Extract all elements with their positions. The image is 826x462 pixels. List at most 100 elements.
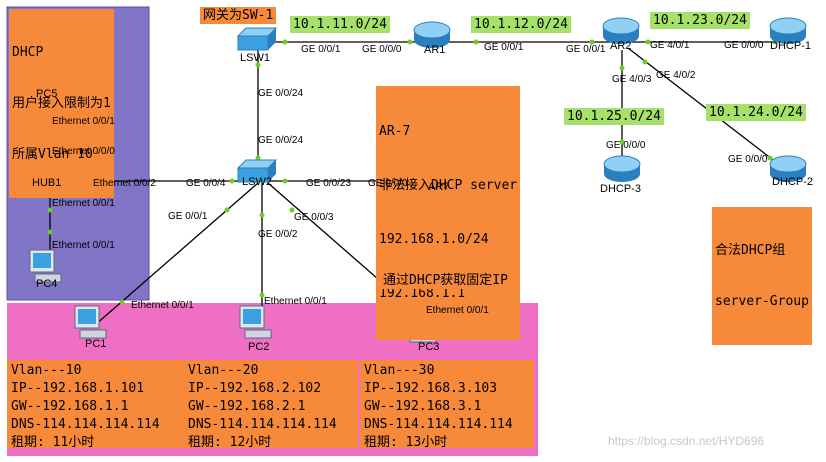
port-label: Ethernet 0/0/1 <box>426 305 489 316</box>
device-label-hub1: HUB1 <box>32 177 62 189</box>
pc1-dns: DNS-114.114.114.114 <box>11 417 160 432</box>
network-label: 10.1.23.0/24 <box>650 12 750 29</box>
router-icon[interactable] <box>413 21 451 48</box>
port-label: GE 0/0/1 <box>566 44 606 55</box>
router-icon[interactable] <box>603 155 641 182</box>
device-label-pc4: PC4 <box>36 278 58 290</box>
pc3-dns: DNS-114.114.114.114 <box>364 417 513 432</box>
dot-lsw1-lsw2-a <box>255 62 261 68</box>
pc2-dns: DNS-114.114.114.114 <box>188 417 337 432</box>
pc1-ip: IP--192.168.1.101 <box>11 381 145 396</box>
port-label: GE 4/0/1 <box>650 40 690 51</box>
port-label: Ethernet 0/0/2 <box>93 178 156 189</box>
pc2-lease: 租期: 12小时 <box>188 435 272 450</box>
router-icon[interactable] <box>602 17 640 44</box>
switch-icon[interactable] <box>236 27 278 51</box>
device-label-dhcp3: DHCP-3 <box>600 183 641 195</box>
dhcp-limit-line-1: DHCP <box>12 45 44 60</box>
device-label-dhcp2: DHCP-2 <box>772 176 813 188</box>
dhcp-limit-note: DHCP 用户接入限制为1 所属Vlan 10 <box>9 9 114 198</box>
dot-ar1-ar2-a <box>473 39 479 45</box>
pc2-ip: IP--192.168.2.102 <box>188 381 322 396</box>
pc2-vlan: Vlan---20 <box>188 363 259 378</box>
port-label: Ethernet 0/0/1 <box>264 296 327 307</box>
port-label: GE 0/0/0 <box>724 40 764 51</box>
device-label-pc2: PC2 <box>248 341 270 353</box>
pc3-gw: GW--192.168.3.1 <box>364 399 482 414</box>
ar7-note-line-2: 非法接入DHCP server <box>379 178 518 193</box>
pc-icon[interactable] <box>74 305 107 339</box>
network-label: 10.1.12.0/24 <box>471 16 571 33</box>
device-label-ar1: AR1 <box>424 44 446 56</box>
switch-icon[interactable] <box>236 159 278 183</box>
legal-group-line-2: server-Group <box>715 294 809 309</box>
device-label-dhcp1: DHCP-1 <box>770 40 811 52</box>
network-label: 10.1.25.0/24 <box>564 108 664 125</box>
port-label: GE 0/0/24 <box>258 135 304 146</box>
pc3-vlan: Vlan---30 <box>364 363 435 378</box>
port-label: GE 0/0/0 <box>728 154 768 165</box>
dot-ar2-dhcp2-a <box>642 59 648 65</box>
dot-hub-pc4-b <box>47 229 53 235</box>
port-label: GE 0/0/0 <box>368 178 408 189</box>
ar7-note: AR-7 非法接入DHCP server 192.168.1.0/24 192.… <box>376 86 521 340</box>
pc1-gw: GW--192.168.1.1 <box>11 399 129 414</box>
port-label: Ethernet 0/0/1 <box>52 116 115 127</box>
dot-lsw2-pc1-b <box>119 299 125 305</box>
port-label: Ethernet 0/0/1 <box>52 240 115 251</box>
watermark: https://blog.csdn.net/HYD696 <box>608 434 765 448</box>
dot-lsw2-pc3-a <box>289 207 295 213</box>
dot-lsw2-pc2-a <box>259 212 265 218</box>
ar7-note-line-3: 192.168.1.0/24 <box>379 232 489 247</box>
legal-group-note: 合法DHCP组 server-Group <box>712 207 812 345</box>
router-icon[interactable] <box>769 155 807 182</box>
pc2-gw: GW--192.168.2.1 <box>188 399 306 414</box>
dhcp-limit-line-3: 所属Vlan 10 <box>12 147 93 162</box>
device-label-ar7: AR7 <box>428 181 450 193</box>
pc1-vlan: Vlan---10 <box>11 363 82 378</box>
pc2-info-box: Vlan---20 IP--192.168.2.102 GW--192.168.… <box>184 360 358 450</box>
port-label: Ethernet 0/0/1 <box>52 198 115 209</box>
gateway-note: 网关为SW-1 <box>200 7 277 24</box>
device-label-pc1: PC1 <box>85 338 107 350</box>
pc1-lease: 租期: 11小时 <box>11 435 95 450</box>
port-label: GE 0/0/3 <box>294 212 334 223</box>
device-label-pc3: PC3 <box>418 341 440 353</box>
dot-lsw1-ar1-b <box>407 39 413 45</box>
port-label: GE 4/0/2 <box>656 70 696 81</box>
port-label: GE 4/0/3 <box>612 74 652 85</box>
device-label-pc5: PC5 <box>36 88 58 100</box>
ar7-note-line-1: AR-7 <box>379 124 411 139</box>
port-label: GE 0/0/0 <box>362 44 402 55</box>
pc3-info-box: Vlan---30 IP--192.168.3.103 GW--192.168.… <box>360 360 534 450</box>
dot-hub-pc4-a <box>47 207 53 213</box>
router-icon[interactable] <box>769 17 807 44</box>
dot-ar2-dhcp2-b <box>767 155 773 161</box>
pc3-ip: IP--192.168.3.103 <box>364 381 498 396</box>
port-label: GE 0/0/23 <box>306 178 352 189</box>
legal-group-line-1: 合法DHCP组 <box>715 243 786 258</box>
pc-fixed-ip-note: 通过DHCP获取固定IP <box>380 272 511 289</box>
port-label: GE 0/0/1 <box>301 44 341 55</box>
dot-ar2-dhcp1-a <box>645 39 651 45</box>
dot-lsw1-ar1-a <box>282 39 288 45</box>
network-label: 10.1.11.0/24 <box>290 16 390 33</box>
port-label: Ethernet 0/0/0 <box>52 146 115 157</box>
pc-icon[interactable] <box>239 305 272 339</box>
pc1-info-box: Vlan---10 IP--192.168.1.101 GW--192.168.… <box>7 360 186 450</box>
port-label: GE 0/0/2 <box>258 229 298 240</box>
device-label-ar2: AR2 <box>610 40 632 52</box>
port-label: GE 0/0/1 <box>168 211 208 222</box>
dot-ar2-dhcp3-b <box>619 139 625 145</box>
device-label-lsw2: LSW2 <box>242 176 272 188</box>
dot-lsw2-hub-a <box>229 178 235 184</box>
port-label: Ethernet 0/0/1 <box>131 300 194 311</box>
pc-icon[interactable] <box>29 249 62 283</box>
pc3-lease: 租期: 13小时 <box>364 435 448 450</box>
ar7-note-line-4: 192.168.1.1 <box>379 286 466 301</box>
device-label-lsw1: LSW1 <box>240 52 270 64</box>
dot-ar1-ar2-b <box>589 39 595 45</box>
dot-lsw2-pc1-a <box>224 207 230 213</box>
port-label: GE 0/0/4 <box>186 178 226 189</box>
